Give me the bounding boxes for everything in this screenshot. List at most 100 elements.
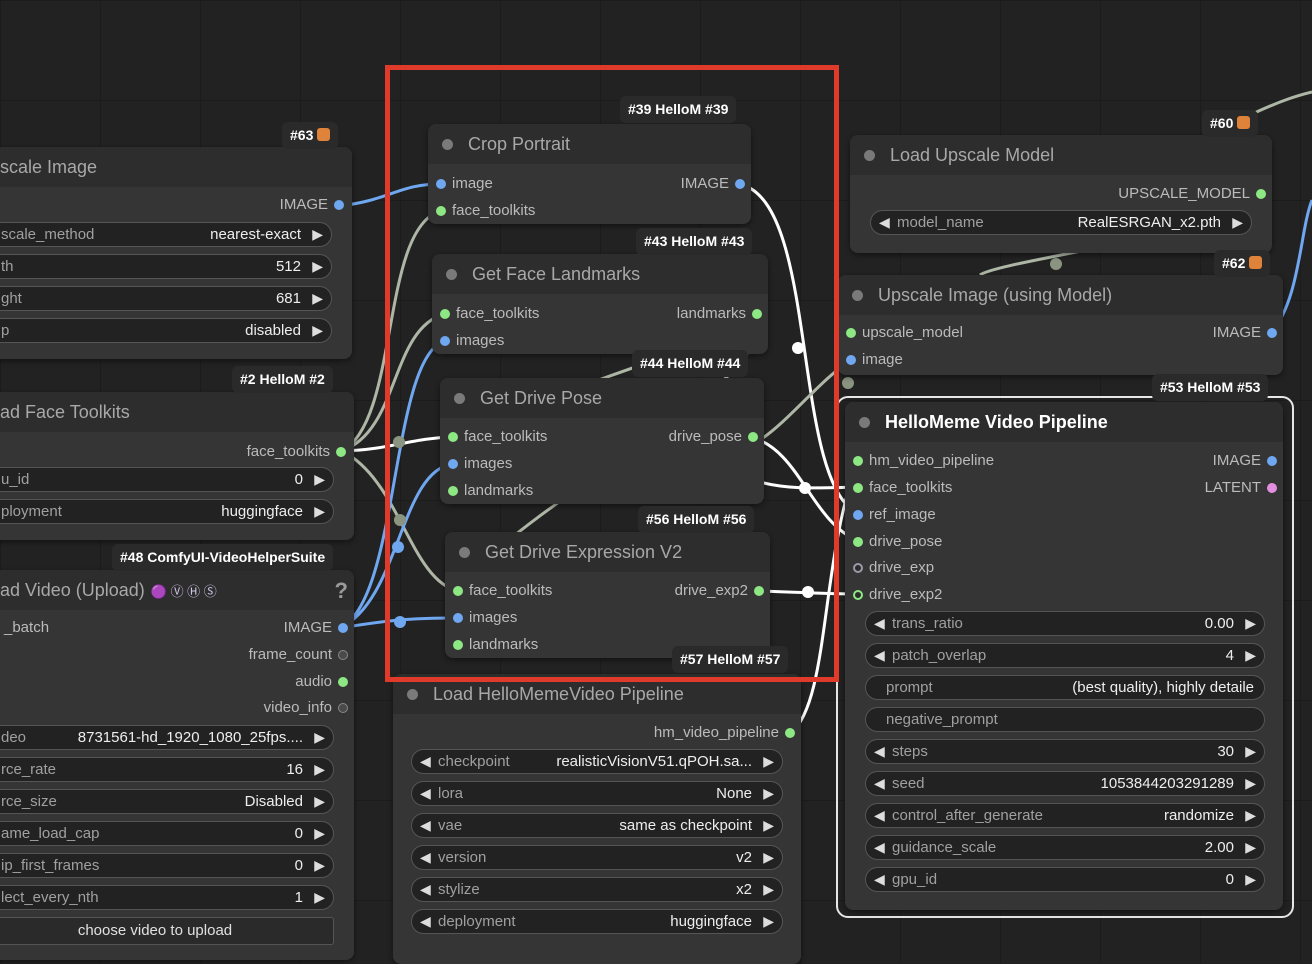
input-face-toolkits[interactable]: face_toolkits bbox=[853, 478, 952, 498]
output-drive-exp2[interactable]: drive_exp2 bbox=[675, 581, 764, 601]
node-title-bar[interactable]: Get Face Landmarks bbox=[432, 254, 768, 294]
widget-negative-prompt[interactable]: negative_prompt bbox=[865, 707, 1265, 732]
input-hm-video-pipeline[interactable]: hm_video_pipeline bbox=[853, 451, 994, 471]
arrow-right-icon[interactable]: ▶ bbox=[1245, 839, 1256, 855]
node-load-video[interactable]: ad Video (Upload)🟣 Ⓥ Ⓗ Ⓢ ? _batch IMAGE … bbox=[0, 570, 354, 960]
output-upscale-model[interactable]: UPSCALE_MODEL bbox=[1118, 184, 1266, 204]
arrow-right-icon[interactable]: ▶ bbox=[314, 825, 325, 841]
arrow-right-icon[interactable]: ▶ bbox=[312, 322, 323, 338]
arrow-right-icon[interactable]: ▶ bbox=[1245, 807, 1256, 823]
output-image[interactable]: IMAGE bbox=[280, 195, 344, 215]
input-drive-pose[interactable]: drive_pose bbox=[853, 532, 942, 552]
input-drive-exp[interactable]: drive_exp bbox=[853, 558, 934, 578]
output-landmarks[interactable]: landmarks bbox=[677, 304, 762, 324]
node-title-bar[interactable]: Upscale Image (using Model) bbox=[838, 275, 1283, 315]
arrow-right-icon[interactable]: ▶ bbox=[763, 753, 774, 769]
arrow-left-icon[interactable]: ◀ bbox=[879, 214, 890, 230]
collapse-dot-icon[interactable] bbox=[852, 290, 863, 301]
socket-dot[interactable] bbox=[436, 179, 446, 189]
arrow-right-icon[interactable]: ▶ bbox=[1245, 871, 1256, 887]
arrow-left-icon[interactable]: ◀ bbox=[874, 871, 885, 887]
input-image[interactable]: image bbox=[846, 350, 903, 370]
arrow-left-icon[interactable]: ◀ bbox=[420, 913, 431, 929]
arrow-right-icon[interactable]: ▶ bbox=[1232, 214, 1243, 230]
arrow-right-icon[interactable]: ▶ bbox=[1245, 647, 1256, 663]
collapse-dot-icon[interactable] bbox=[446, 269, 457, 280]
input-drive-exp2[interactable]: drive_exp2 bbox=[853, 585, 942, 605]
arrow-right-icon[interactable]: ▶ bbox=[763, 817, 774, 833]
arrow-left-icon[interactable]: ◀ bbox=[874, 743, 885, 759]
socket-dot[interactable] bbox=[1267, 483, 1277, 493]
output-image[interactable]: IMAGE bbox=[284, 618, 348, 638]
widget-prompt[interactable]: prompt(best quality), highly detaile bbox=[865, 675, 1265, 700]
socket-dot[interactable] bbox=[338, 650, 348, 660]
socket-dot[interactable] bbox=[440, 336, 450, 346]
input-images[interactable]: images bbox=[440, 331, 504, 351]
help-icon[interactable]: ? bbox=[334, 578, 348, 603]
socket-dot[interactable] bbox=[748, 432, 758, 442]
node-title-bar[interactable]: ad Face Toolkits bbox=[0, 392, 354, 432]
node-get-drive-expression[interactable]: Get Drive Expression V2 face_toolkits im… bbox=[445, 532, 770, 658]
arrow-right-icon[interactable]: ▶ bbox=[763, 913, 774, 929]
socket-dot[interactable] bbox=[1267, 456, 1277, 466]
node-title-bar[interactable]: Get Drive Pose bbox=[440, 378, 764, 418]
node-get-drive-pose[interactable]: Get Drive Pose face_toolkits images land… bbox=[440, 378, 764, 504]
arrow-right-icon[interactable]: ▶ bbox=[763, 849, 774, 865]
arrow-left-icon[interactable]: ◀ bbox=[874, 615, 885, 631]
socket-dot[interactable] bbox=[853, 537, 863, 547]
socket-dot[interactable] bbox=[448, 432, 458, 442]
arrow-right-icon[interactable]: ▶ bbox=[314, 857, 325, 873]
arrow-right-icon[interactable]: ▶ bbox=[312, 290, 323, 306]
output-image[interactable]: IMAGE bbox=[1213, 323, 1277, 343]
node-title-bar[interactable]: HelloMeme Video Pipeline bbox=[845, 402, 1283, 442]
socket-dot[interactable] bbox=[785, 728, 795, 738]
input-face-toolkits[interactable]: face_toolkits bbox=[448, 427, 547, 447]
input-image[interactable]: image bbox=[436, 174, 493, 194]
input-face-toolkits[interactable]: face_toolkits bbox=[453, 581, 552, 601]
input-images[interactable]: images bbox=[448, 454, 512, 474]
socket-dot[interactable] bbox=[1256, 189, 1266, 199]
output-image[interactable]: IMAGE bbox=[681, 174, 745, 194]
output-audio[interactable]: audio bbox=[295, 672, 348, 692]
collapse-dot-icon[interactable] bbox=[459, 547, 470, 558]
socket-dot[interactable] bbox=[338, 677, 348, 687]
arrow-right-icon[interactable]: ▶ bbox=[314, 503, 325, 519]
arrow-left-icon[interactable]: ◀ bbox=[420, 785, 431, 801]
node-upscale-with-model[interactable]: Upscale Image (using Model) upscale_mode… bbox=[838, 275, 1283, 375]
arrow-right-icon[interactable]: ▶ bbox=[312, 258, 323, 274]
node-hellomeme-video-pipeline[interactable]: HelloMeme Video Pipeline hm_video_pipeli… bbox=[845, 402, 1283, 910]
node-crop-portrait[interactable]: Crop Portrait image face_toolkits IMAGE bbox=[428, 124, 751, 224]
collapse-dot-icon[interactable] bbox=[407, 689, 418, 700]
output-latent[interactable]: LATENT bbox=[1205, 478, 1277, 498]
input-upscale-model[interactable]: upscale_model bbox=[846, 323, 963, 343]
arrow-right-icon[interactable]: ▶ bbox=[314, 793, 325, 809]
arrow-right-icon[interactable]: ▶ bbox=[314, 471, 325, 487]
socket-dot[interactable] bbox=[853, 483, 863, 493]
input-landmarks[interactable]: landmarks bbox=[448, 481, 533, 501]
socket-dot[interactable] bbox=[735, 179, 745, 189]
arrow-right-icon[interactable]: ▶ bbox=[314, 729, 325, 745]
arrow-right-icon[interactable]: ▶ bbox=[763, 881, 774, 897]
input-face-toolkits[interactable]: face_toolkits bbox=[436, 201, 535, 221]
arrow-right-icon[interactable]: ▶ bbox=[314, 761, 325, 777]
socket-dot[interactable] bbox=[853, 563, 863, 573]
output-face-toolkits[interactable]: face_toolkits bbox=[247, 442, 346, 462]
socket-dot[interactable] bbox=[853, 510, 863, 520]
